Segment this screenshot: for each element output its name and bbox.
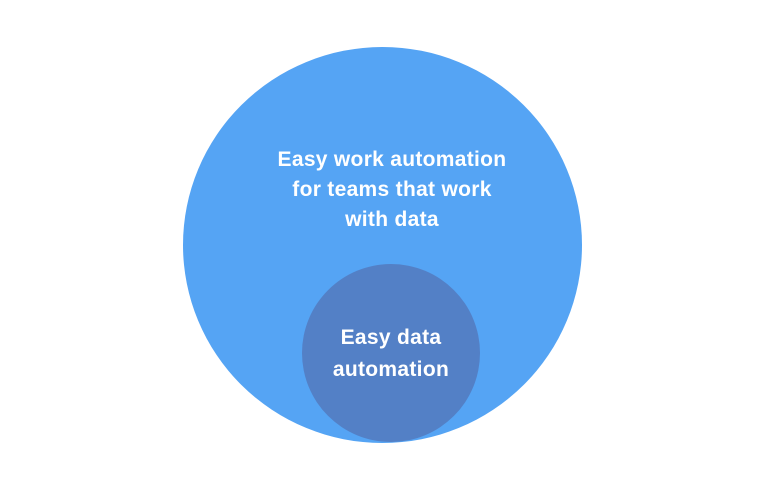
outer-circle-label: Easy work automation for teams that work… [277, 148, 507, 231]
inner-circle-data-automation [302, 264, 480, 442]
inner-circle-label: Easy data automation [332, 326, 450, 381]
